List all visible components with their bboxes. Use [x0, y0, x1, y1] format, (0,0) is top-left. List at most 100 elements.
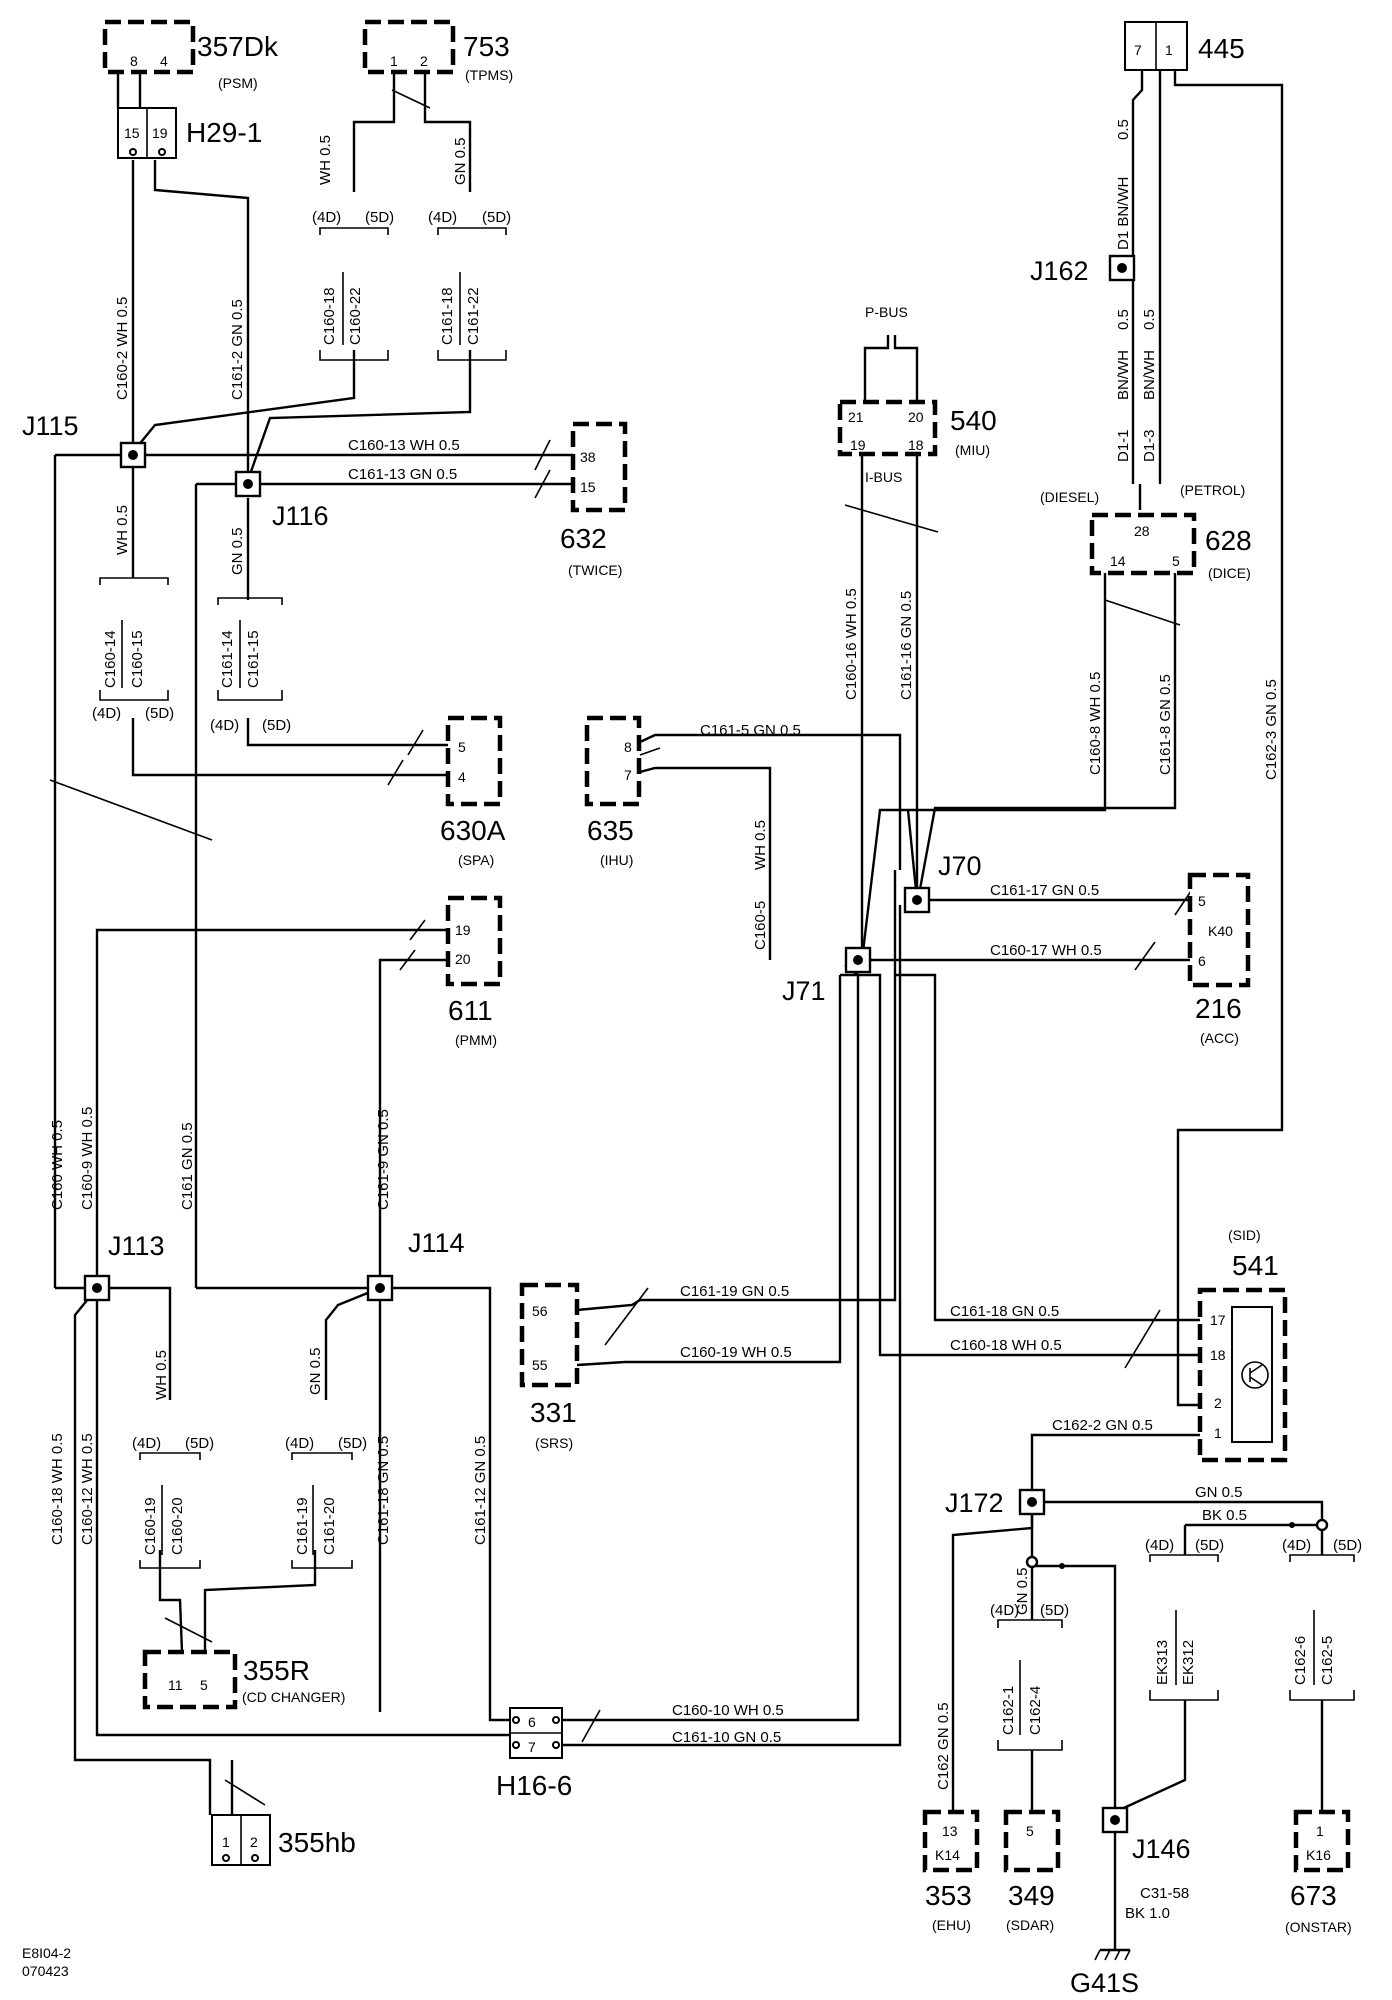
svg-text:1: 1: [1214, 1425, 1222, 1441]
wire-label: D1-1: [1115, 429, 1132, 462]
wire-label: 0.5: [1115, 119, 1132, 140]
svg-text:19: 19: [152, 125, 168, 141]
svg-text:1: 1: [390, 53, 398, 69]
splice-wire-a: C161-18: [439, 287, 456, 345]
component-sub: (IHU): [600, 852, 633, 868]
wire-label: C161-18 GN 0.5: [375, 1436, 392, 1545]
svg-text:55: 55: [532, 1357, 548, 1373]
svg-text:1: 1: [222, 1834, 230, 1850]
splice-wire-a: C161-19: [294, 1497, 311, 1555]
splice-point: [1315, 1518, 1329, 1532]
svg-text:5: 5: [1198, 893, 1206, 909]
component-label: 357Dk: [197, 31, 279, 62]
svg-text:K16: K16: [1306, 1847, 1331, 1863]
svg-text:5: 5: [458, 739, 466, 755]
svg-text:20: 20: [455, 951, 471, 967]
component-label: 353: [925, 1880, 972, 1911]
svg-text:8: 8: [624, 739, 632, 755]
svg-text:2: 2: [1214, 1395, 1222, 1411]
splice-5d: (5D): [365, 209, 394, 226]
splice-s1: (4D) (5D) C160-18 C160-22: [312, 209, 394, 361]
wire-label: C161-9 GN 0.5: [375, 1109, 392, 1210]
junction-label: J116: [272, 501, 329, 531]
wire-label: C161-18 GN 0.5: [950, 1303, 1059, 1320]
component-sub: (PSM): [218, 75, 258, 91]
wire-label: C160-2 WH 0.5: [114, 297, 131, 400]
component-sub: (ACC): [1200, 1030, 1239, 1046]
component-sub: (MIU): [955, 442, 990, 458]
splice-wire-b: C160-20: [169, 1497, 186, 1555]
wire-label: C160-18 WH 0.5: [950, 1337, 1062, 1354]
svg-text:7: 7: [624, 767, 632, 783]
svg-text:38: 38: [580, 449, 596, 465]
wire-label: C162 GN 0.5: [935, 1702, 952, 1790]
wire-label: C162-3 GN 0.5: [1263, 679, 1280, 780]
junction-j70: J70: [903, 851, 982, 914]
junction-label: J114: [408, 1228, 465, 1258]
component-label: 355R: [243, 1655, 310, 1686]
svg-text:K40: K40: [1208, 923, 1233, 939]
splice-4d: (4D): [132, 1435, 161, 1452]
component-355r: 11 5 355R (CD CHANGER): [142, 1649, 345, 1710]
component-635: 8 7 635 (IHU): [584, 715, 642, 868]
wire-label: C31-58: [1140, 1885, 1189, 1902]
component-353: 13 K14 353 (EHU): [922, 1809, 980, 1933]
splice-s2: (4D) (5D) C161-18 C161-22: [428, 209, 511, 361]
wire-label: 0.5: [1141, 309, 1158, 330]
junction-j146: J146: [1101, 1806, 1191, 1864]
svg-text:13: 13: [942, 1823, 958, 1839]
splice-s7: (4D) (5D) C162-1 C162-4: [990, 1602, 1069, 1751]
component-label: H29-1: [186, 117, 262, 148]
component-sub: (PMM): [455, 1032, 497, 1048]
component-sub: (SDAR): [1006, 1917, 1054, 1933]
svg-text:7: 7: [528, 1739, 536, 1755]
component-sub: (ONSTAR): [1285, 1919, 1352, 1935]
splice-wire-b: C162-4: [1027, 1686, 1044, 1735]
splice-s3: C160-14 C160-15 (4D) (5D): [92, 577, 174, 722]
splice-s8: (4D) (5D) EK313 EK312: [1145, 1537, 1224, 1701]
junction-j115: J115: [22, 411, 147, 469]
component-sub: (CD CHANGER): [242, 1689, 345, 1705]
svg-text:20: 20: [908, 409, 924, 425]
component-label: 355hb: [278, 1827, 356, 1858]
component-216: 5 K40 6 216 (ACC): [1187, 872, 1251, 1046]
splice-point: [1025, 1555, 1039, 1569]
ground-g41s: G41S: [1070, 1968, 1139, 1998]
splice-5d: (5D): [1040, 1602, 1069, 1619]
diagram-date: 070423: [22, 1963, 69, 1979]
component-label: H16-6: [496, 1770, 572, 1801]
wire-label: C160-17 WH 0.5: [990, 942, 1102, 959]
svg-text:6: 6: [1198, 953, 1206, 969]
junction-j71: J71: [782, 946, 872, 1006]
svg-text:5: 5: [1026, 1823, 1034, 1839]
svg-text:5: 5: [1172, 553, 1180, 569]
splice-4d: (4D): [990, 1602, 1019, 1619]
svg-text:15: 15: [580, 479, 596, 495]
component-sub: (DICE): [1208, 565, 1251, 581]
wire-label: BK 0.5: [1202, 1507, 1247, 1524]
splice-wire-b: C160-22: [347, 287, 364, 345]
wire-label: D1-3: [1141, 429, 1158, 462]
svg-text:4: 4: [160, 53, 168, 69]
component-h29-1: 15 19 H29-1: [117, 107, 262, 159]
svg-text:56: 56: [532, 1303, 548, 1319]
component-331: 56 55 331 (SRS): [519, 1282, 580, 1451]
splice-point: [1289, 1522, 1295, 1528]
wire-label: D1 BN/WH: [1115, 177, 1132, 250]
svg-text:6: 6: [528, 1714, 536, 1730]
component-sub: (TPMS): [465, 67, 513, 83]
component-label: 445: [1198, 33, 1245, 64]
svg-text:7: 7: [1134, 42, 1142, 58]
wire-label: C160-13 WH 0.5: [348, 437, 460, 454]
wire-label: C160-18 WH 0.5: [49, 1433, 66, 1545]
wire-label: WH 0.5: [317, 135, 334, 185]
svg-text:18: 18: [1210, 1347, 1226, 1363]
component-sub: (EHU): [932, 1917, 971, 1933]
component-label: 673: [1290, 1880, 1337, 1911]
svg-text:28: 28: [1134, 523, 1150, 539]
wire-label: GN 0.5: [229, 527, 246, 575]
wire-label: GN 0.5: [307, 1347, 324, 1395]
splice-wire-a: C162-6: [1292, 1636, 1309, 1685]
splice-wire-b: EK312: [1180, 1640, 1197, 1685]
